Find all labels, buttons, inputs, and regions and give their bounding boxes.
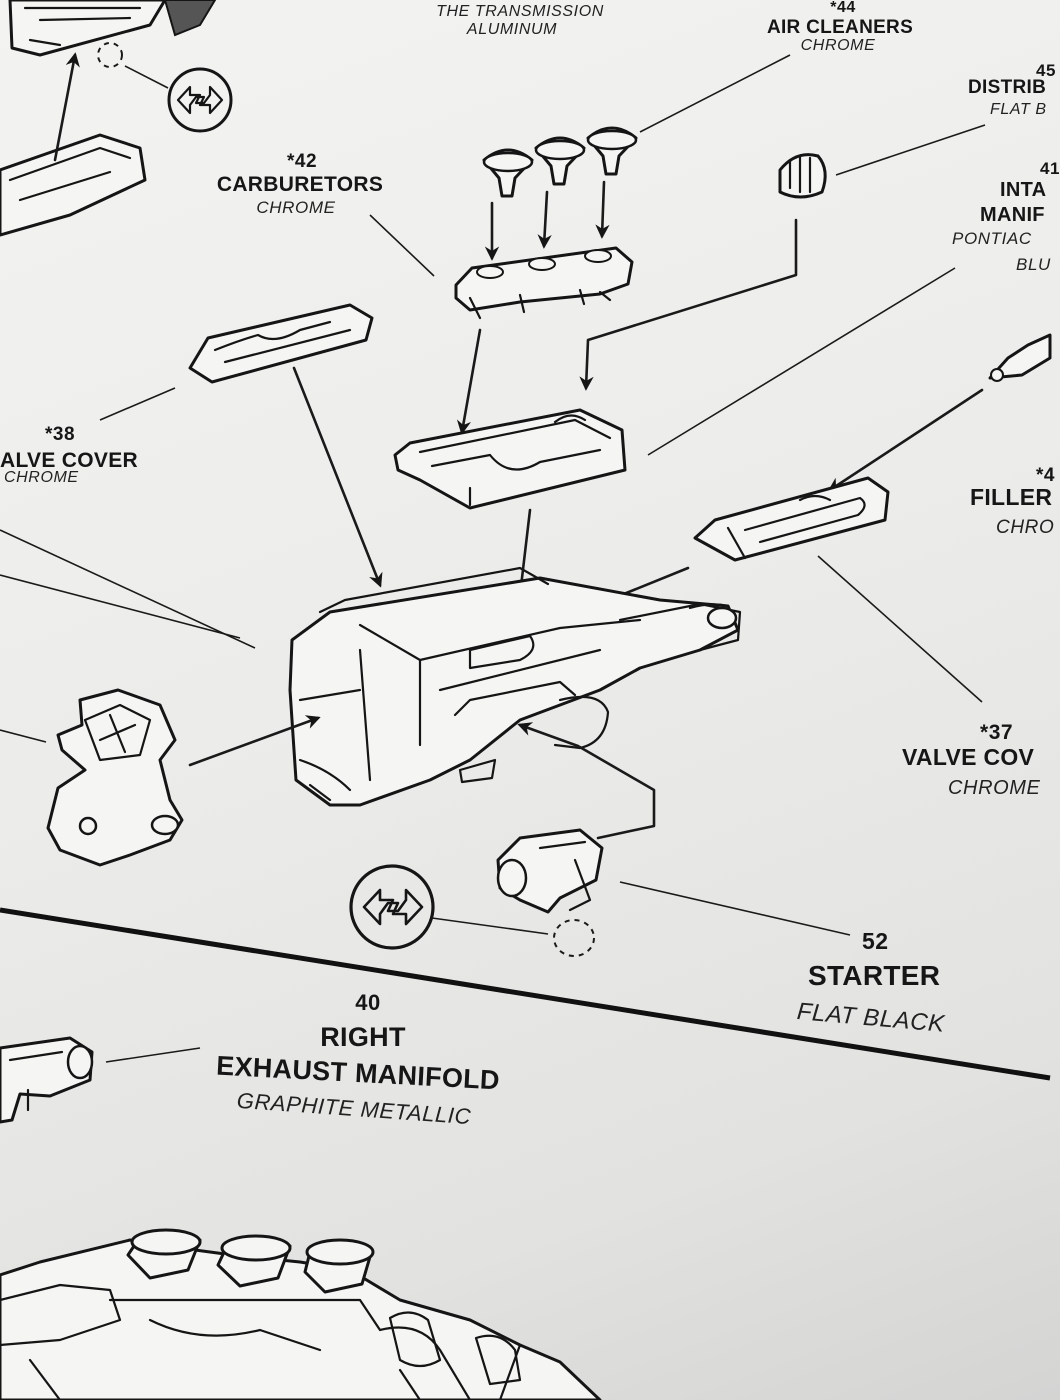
valve-cover-38-name: ALVE COVER [0,449,138,472]
air-cleaners-number: *44 [830,0,856,16]
filler-name: FILLER [970,484,1053,510]
carburetors-color: CHROME [256,198,336,217]
engine-block-part [288,566,742,807]
transmission-color: ALUMINUM [466,21,558,38]
exhaust-name-1: RIGHT [320,1022,406,1052]
intake-color-2: BLU [1016,255,1051,274]
air-cleaners-part [482,126,638,198]
section-divider [0,907,1051,1081]
starter-number: 52 [862,928,889,954]
starter-name: STARTER [808,960,941,991]
engine-preview-part [0,1228,602,1400]
intake-name-2: MANIF [980,204,1045,226]
carburetors-number: *42 [286,151,318,172]
glue-spot [553,919,595,957]
filler-tube-part [988,333,1052,382]
filler-color: CHRO [996,517,1055,538]
water-pump-part [46,688,184,867]
valve-cover-38-number: *38 [44,424,76,445]
distributor-number: 45 [1036,61,1056,80]
carburetors-part [454,246,634,320]
transmission-part [8,0,217,57]
glue-spot [97,42,123,68]
valve-cover-38-part [188,303,374,384]
exhaust-number: 40 [355,990,381,1015]
valley-pan-part [0,133,147,237]
glue-icon [167,67,233,133]
air-cleaners-name: AIR CLEANERS [766,17,914,38]
distributor-part [778,153,827,199]
transmission-label: THE TRANSMISSION [436,3,604,20]
filler-number: *4 [1036,465,1055,486]
intake-color-1: PONTIAC [952,229,1032,248]
intake-number: 41 [1040,159,1060,178]
intake-name-1: INTA [1000,179,1047,201]
intake-manifold-part [393,408,627,510]
carburetors-name: CARBURETORS [216,173,384,196]
valve-cover-38-color: CHROME [4,469,79,486]
valve-cover-37-color: CHROME [948,777,1041,799]
valve-cover-37-part [693,476,890,562]
valve-cover-37-number: *37 [980,721,1014,744]
glue-icon [349,864,435,950]
exhaust-manifold-part [0,1036,94,1124]
air-cleaners-color: CHROME [800,37,876,54]
starter-part [496,828,604,914]
distributor-name: DISTRIB [968,77,1047,98]
distributor-color: FLAT B [990,101,1047,118]
valve-cover-37-name: VALVE COV [902,744,1035,770]
